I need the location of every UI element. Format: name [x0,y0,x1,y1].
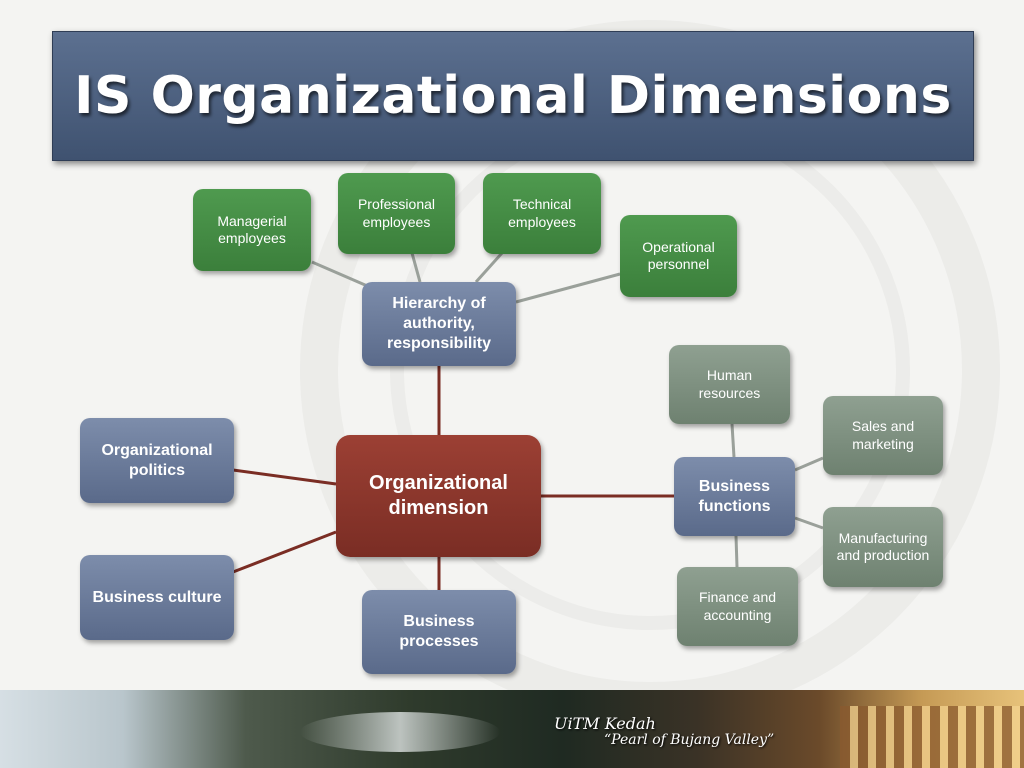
connector-functions-manufacturing [794,516,824,530]
node-managerial-employees: Managerial employees [193,189,311,271]
connector-functions-finance [734,535,739,568]
connector-hierarchy-managerial [311,260,373,290]
node-business-culture: Business culture [80,555,234,640]
connector-functions-sales [794,456,824,472]
title-bar: IS Organizational Dimensions [52,31,974,161]
connector-center-politics [232,468,337,486]
node-organizational-politics: Organizational politics [80,418,234,503]
node-business-processes: Business processes [362,590,516,674]
node-professional-employees: Professional employees [338,173,455,254]
node-sales-and-marketing: Sales and marketing [823,396,943,475]
building-image [840,706,1024,768]
connector-hierarchy-professional [410,252,422,283]
connector-hierarchy-technical [474,251,504,284]
connector-functions-hr [730,423,736,458]
connector-center-culture [232,530,337,574]
waterfall-image [300,712,500,752]
node-manufacturing-and-production: Manufacturing and production [823,507,943,587]
connector-hierarchy-operational [515,272,621,304]
node-hierarchy: Hierarchy of authority, responsibility [362,282,516,366]
node-technical-employees: Technical employees [483,173,601,254]
node-operational-personnel: Operational personnel [620,215,737,297]
node-finance-and-accounting: Finance and accounting [677,567,798,646]
footer-banner-photo [0,690,1024,768]
node-human-resources: Human resources [669,345,790,424]
node-business-functions: Business functions [674,457,795,536]
slide-title: IS Organizational Dimensions [74,66,952,126]
footer-tagline: “Pearl of Bujang Valley” [604,732,775,748]
footer-campus-name: UiTM Kedah [554,714,656,733]
node-organizational-dimension: Organizational dimension [336,435,541,557]
